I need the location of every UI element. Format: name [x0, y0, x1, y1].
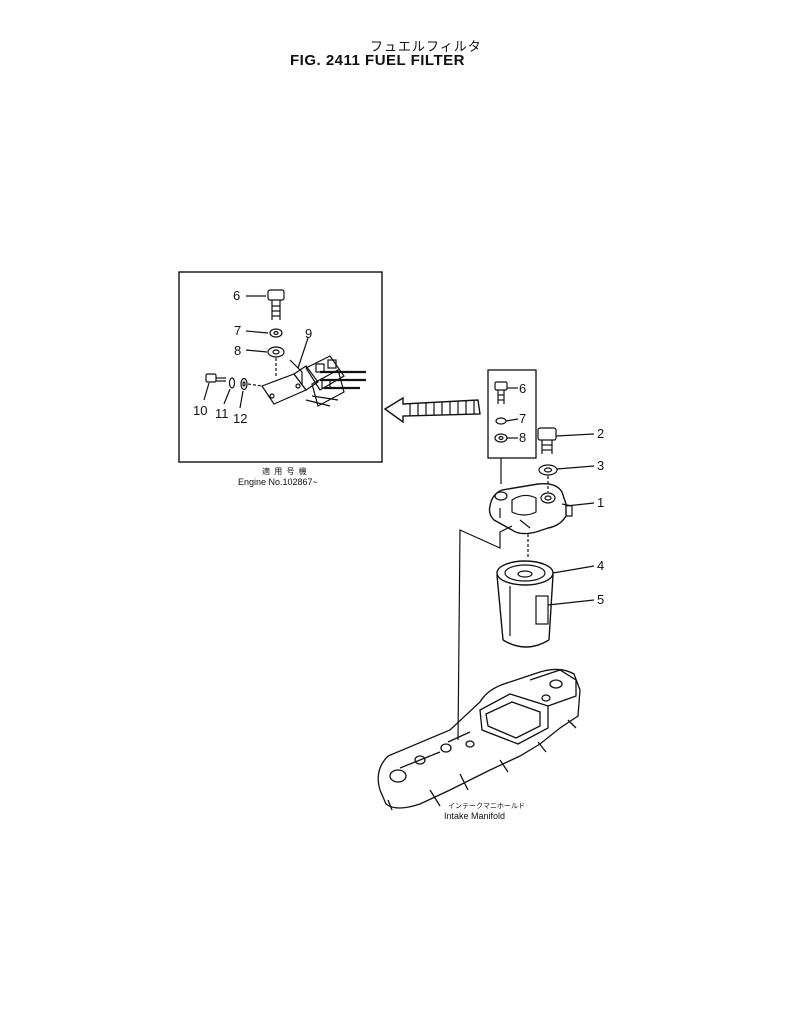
manifold-label-en: Intake Manifold — [444, 811, 506, 821]
leader-inset-10 — [203, 382, 210, 401]
inset-sensor-assembly — [305, 355, 366, 407]
inset-washer-8 — [267, 346, 285, 358]
inset-washer-7 — [269, 328, 283, 338]
sub-washer-8 — [494, 433, 508, 443]
leader-inset-12 — [239, 390, 244, 409]
leader-inset-9 — [297, 337, 309, 369]
callout-part-1: 1 — [597, 495, 605, 510]
leader-3 — [556, 465, 595, 470]
inset-screw-10 — [205, 373, 226, 383]
intake-manifold — [377, 668, 581, 811]
figure-title: FIG. 2411 FUEL FILTER — [290, 52, 465, 69]
leader-inset-8 — [245, 349, 268, 353]
leader-5 — [547, 599, 595, 606]
leader-4 — [552, 565, 595, 574]
callout-inset-9: 9 — [305, 326, 313, 341]
sub-frame — [487, 369, 537, 459]
leader-inset-11 — [223, 388, 231, 405]
part-3-washer — [538, 464, 558, 476]
callout-part-3: 3 — [597, 458, 605, 473]
part-1-filter-head — [488, 482, 573, 535]
callout-inset-8: 8 — [234, 343, 242, 358]
mount-reference-line — [457, 525, 513, 741]
inset-serial-en: Engine No.102867~ — [238, 477, 318, 487]
leader-2 — [555, 433, 595, 437]
callout-sub-8: 8 — [519, 430, 527, 445]
manifold-label-jp: インテークマニホールド — [448, 803, 525, 810]
callout-part-4: 4 — [597, 558, 605, 573]
inset-washer-11 — [228, 377, 236, 389]
callout-inset-11: 11 — [215, 406, 229, 421]
inset-frame — [178, 271, 383, 463]
callout-sub-7: 7 — [519, 411, 527, 426]
reference-arrow — [383, 396, 481, 424]
inset-bracket-9 — [261, 359, 319, 405]
leader-sub-7 — [505, 418, 519, 422]
callout-inset-6: 6 — [233, 288, 241, 303]
sub-washer-7 — [495, 417, 507, 425]
callout-part-5: 5 — [597, 592, 605, 607]
callout-inset-12: 12 — [233, 411, 248, 426]
leader-1 — [565, 502, 595, 507]
title-japanese: フュエルフィルタ — [370, 40, 482, 55]
leader-inset-7 — [245, 330, 269, 334]
part-5-label-plate — [535, 595, 549, 625]
sub-bolt-6 — [494, 381, 508, 404]
part-2-bolt — [537, 427, 557, 454]
inset-bolt-6 — [267, 289, 285, 320]
callout-inset-10: 10 — [193, 403, 208, 418]
callout-sub-6: 6 — [519, 381, 527, 396]
callout-inset-7: 7 — [234, 323, 242, 338]
callout-part-2: 2 — [597, 426, 605, 441]
inset-washer-12 — [240, 377, 248, 391]
inset-serial-jp: 適 用 号 機 — [262, 467, 308, 476]
part-4-cartridge — [496, 560, 554, 648]
